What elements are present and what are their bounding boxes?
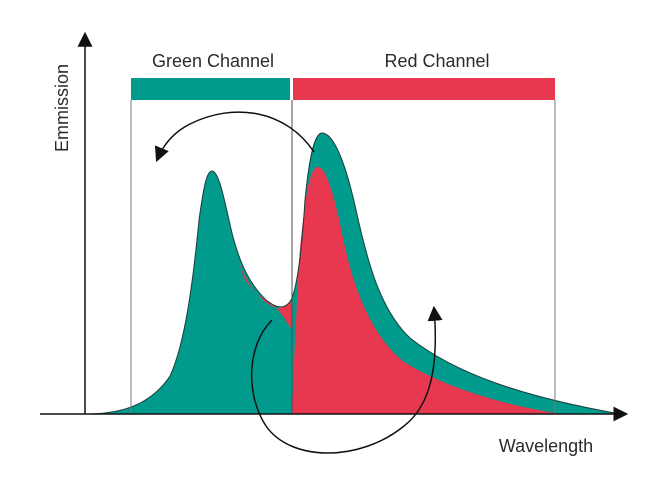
green-channel-label: Green Channel: [152, 51, 274, 71]
spectrum-outline: [84, 132, 621, 415]
green-emission-curve: [85, 171, 292, 414]
green-overlay-right: [292, 133, 620, 414]
red-to-green-bleed-arrow: [154, 111, 315, 163]
x-axis-label: Wavelength: [499, 436, 593, 456]
red-channel-label: Red Channel: [384, 51, 489, 71]
green-channel-bar: [131, 78, 290, 100]
red-area-right: [292, 167, 560, 414]
y-axis-label: Emmission: [52, 64, 72, 152]
red-channel-bar: [293, 78, 555, 100]
green-to-red-bleed-arrow: [251, 305, 443, 454]
